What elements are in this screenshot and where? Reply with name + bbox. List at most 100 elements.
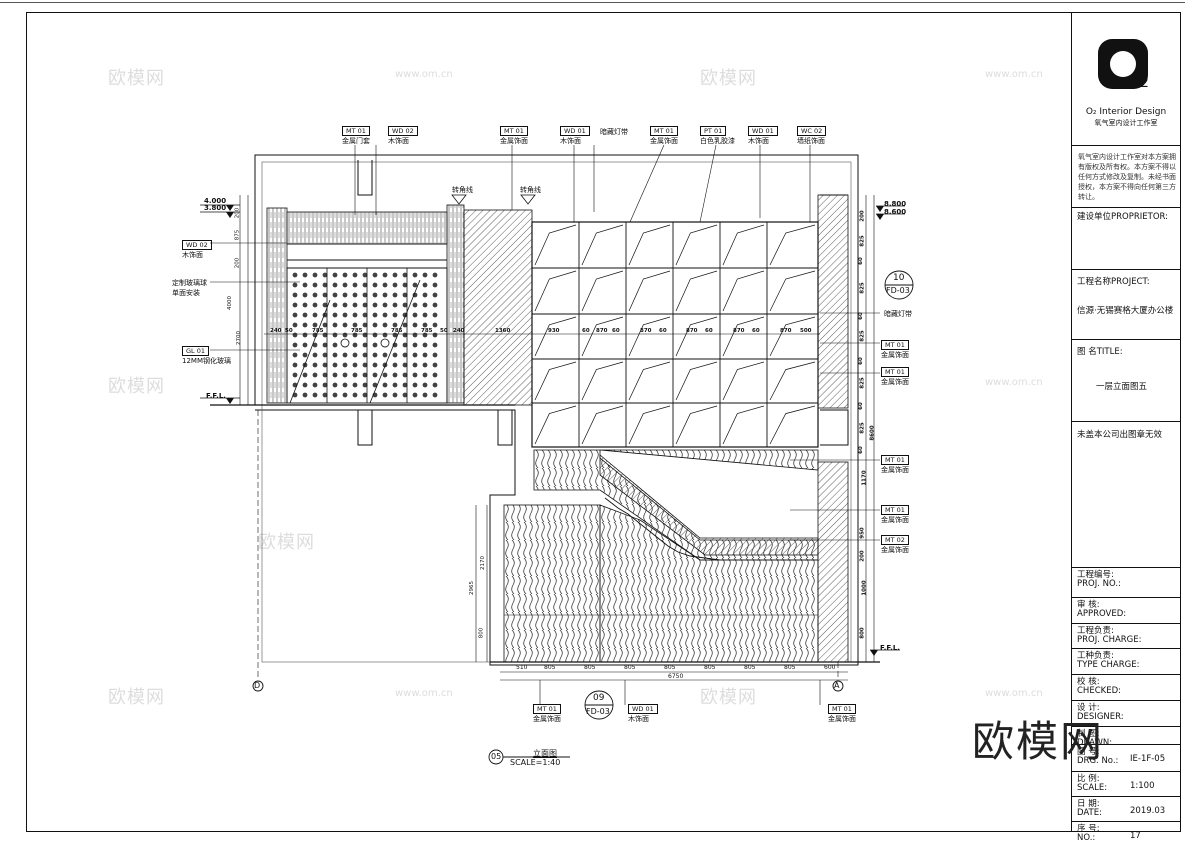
dim-text: 805 bbox=[624, 664, 636, 671]
tag-top-text: 木饰面 bbox=[388, 137, 409, 145]
dim-text: 50 bbox=[440, 328, 448, 334]
title-block-label: 审 核: APPROVED: bbox=[1077, 600, 1127, 619]
watermark-site: www.om.cn bbox=[395, 69, 453, 80]
tag-top-code: WD 01 bbox=[560, 126, 590, 136]
tag-right-text: 金属饰面 bbox=[881, 466, 909, 474]
dim-text: 805 bbox=[744, 664, 756, 671]
title-block-label: 比 例: SCALE: bbox=[1077, 774, 1108, 793]
tag-left-text: 12MM钢化玻璃 bbox=[182, 357, 231, 365]
dim-text: 870 bbox=[780, 328, 792, 334]
proprietor-label: 建设单位PROPRIETOR: bbox=[1077, 212, 1169, 222]
dim-text: 950 bbox=[859, 527, 866, 539]
tag-top-text: 木饰面 bbox=[748, 137, 769, 145]
proprietor-cell bbox=[1072, 208, 1180, 270]
glass-reflection bbox=[534, 405, 577, 445]
title-block-label: 设 计: DESIGNER: bbox=[1077, 703, 1124, 722]
title-block-label: 日 期: DATE: bbox=[1077, 799, 1102, 818]
dim-text: 805 bbox=[584, 664, 596, 671]
title-block-row bbox=[1072, 797, 1180, 822]
tag-bottom-code: MT 01 bbox=[828, 704, 856, 714]
corner-label: 转角线 bbox=[520, 186, 541, 194]
tag-bottom-text: 金属饰面 bbox=[828, 715, 856, 723]
project-name: 信源·无锡赛格大厦办公楼 bbox=[1077, 306, 1174, 316]
tag-right-code: MT 01 bbox=[881, 340, 909, 350]
level-mark: 8.800 bbox=[884, 200, 907, 208]
dim-text: 510 bbox=[516, 664, 528, 671]
tag-right-code: MT 01 bbox=[881, 505, 909, 515]
dim-text: 800 bbox=[859, 627, 866, 639]
dim-text: 50 bbox=[285, 328, 293, 334]
watermark: 欧模网 bbox=[700, 68, 757, 89]
watermark-site: www.om.cn bbox=[395, 688, 453, 699]
dim-text: 200 bbox=[234, 257, 241, 269]
tag-top-code: WC 02 bbox=[797, 126, 827, 136]
tag-right-code: MT 02 bbox=[881, 535, 909, 545]
level-mark: F.F.L. bbox=[206, 392, 226, 400]
glass-reflection bbox=[722, 270, 765, 312]
drawing-frame bbox=[26, 12, 1181, 832]
title-cell bbox=[1072, 340, 1180, 422]
tag-bottom-text: 木饰面 bbox=[628, 715, 649, 723]
firm-logo: 2 bbox=[1098, 39, 1149, 91]
title-block-row bbox=[1072, 675, 1180, 701]
tag-top-text: 金属饰面 bbox=[650, 137, 678, 145]
dim-text: 805 bbox=[784, 664, 796, 671]
level-mark: 4.000 bbox=[204, 197, 227, 205]
glass-reflection bbox=[581, 361, 624, 401]
tag-left-text: 单面安装 bbox=[172, 289, 200, 297]
glass-reflection bbox=[675, 270, 718, 312]
project-cell bbox=[1072, 270, 1180, 340]
glass-reflection bbox=[769, 224, 816, 266]
dim-text: 240 bbox=[270, 328, 282, 334]
dim-text: 60 bbox=[857, 312, 864, 320]
title-block-row bbox=[1072, 624, 1180, 649]
dim-text: 2170 bbox=[480, 556, 486, 570]
project-label: 工程名称PROJECT: bbox=[1077, 277, 1150, 287]
tag-top-text: 木饰面 bbox=[560, 137, 581, 145]
watermark-site: www.om.cn bbox=[985, 377, 1043, 388]
title-block-label: 制 图: DRAWN: bbox=[1077, 729, 1113, 748]
tag-top-code: PT 01 bbox=[700, 126, 727, 136]
dim-text: 825 bbox=[859, 422, 866, 434]
title-block-row bbox=[1072, 649, 1180, 675]
glass-reflection bbox=[534, 224, 577, 266]
dim-text: 200 bbox=[859, 210, 866, 222]
watermark: 欧模网 bbox=[700, 687, 757, 708]
drawing-scale: SCALE=1:40 bbox=[510, 758, 561, 767]
tag-right-code: MT 01 bbox=[881, 455, 909, 465]
dim-text: 825 bbox=[859, 330, 866, 342]
dim-text: 600 bbox=[824, 664, 836, 671]
title-block-row bbox=[1072, 772, 1180, 797]
dim-text: 800 bbox=[478, 627, 485, 639]
tag-bottom-code: WD 01 bbox=[628, 704, 658, 714]
section-ref-no: 10 bbox=[893, 273, 905, 283]
firm-name-cn: 氧气室内设计工作室 bbox=[1094, 119, 1158, 127]
dim-text: 785 bbox=[351, 328, 363, 334]
title-block-value: 2019.03 bbox=[1130, 806, 1166, 816]
dim-text: 200 bbox=[859, 550, 866, 562]
dim-text: 805 bbox=[704, 664, 716, 671]
dim-text: 875 bbox=[234, 229, 241, 241]
seal-cell bbox=[1072, 422, 1180, 568]
glass-reflection bbox=[722, 316, 765, 357]
glass-reflection bbox=[722, 224, 765, 266]
tag-bottom-code: MT 01 bbox=[533, 704, 561, 714]
title-block-label: 校 核: CHECKED: bbox=[1077, 677, 1121, 696]
dim-text: 870 bbox=[596, 328, 608, 334]
glass-reflection bbox=[581, 405, 624, 445]
tag-right-text: 金属饰面 bbox=[881, 378, 909, 386]
tag-bottom-text: 金属饰面 bbox=[533, 715, 561, 723]
drawing-title: 立面图 bbox=[533, 749, 557, 758]
dim-text: 60 bbox=[857, 402, 864, 410]
title-block-label: 工程负责: PROJ. CHARGE: bbox=[1077, 626, 1142, 645]
dim-text: 60 bbox=[705, 328, 713, 334]
dim-text: 240 bbox=[453, 328, 465, 334]
dim-text: 930 bbox=[548, 328, 560, 334]
axis-label: D bbox=[254, 681, 261, 690]
dim-text: 8600 bbox=[869, 425, 876, 441]
glass-reflection bbox=[628, 224, 671, 266]
glass-reflection bbox=[581, 270, 624, 312]
watermark-large: 欧模网 bbox=[972, 717, 1105, 766]
glass-reflection bbox=[581, 224, 624, 266]
